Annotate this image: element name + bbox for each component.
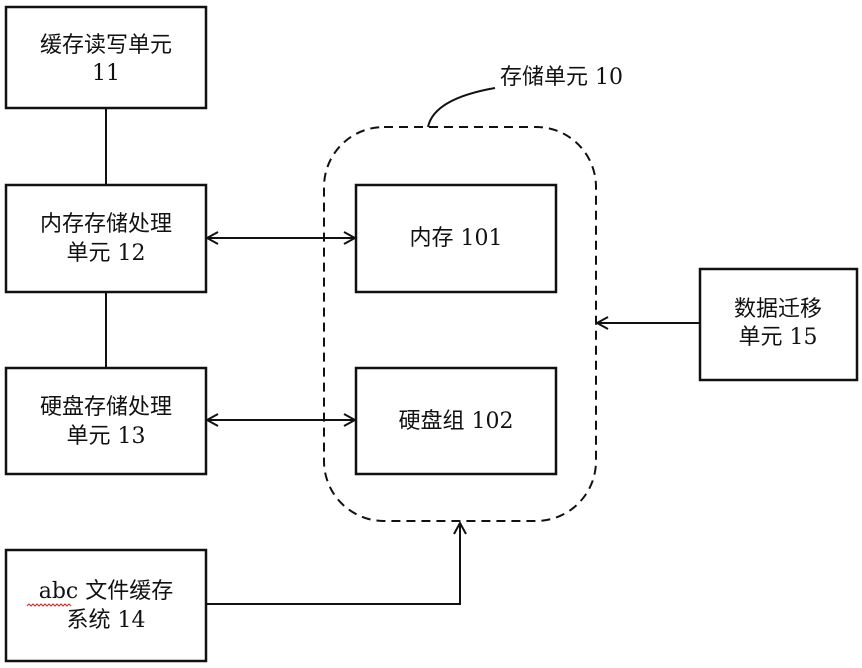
box-memory[interactable]: 内存 101 <box>354 183 558 294</box>
storage-unit-callout-line <box>427 87 496 128</box>
spellcheck-underline <box>26 603 72 607</box>
box-mem-proc-line2: 单元 12 <box>67 241 146 266</box>
box-abc-cache-line2: 系统 14 <box>67 608 146 633</box>
box-disk-proc-line2: 单元 13 <box>67 424 146 449</box>
box-mem-proc-line1: 内存存储处理 <box>40 212 172 237</box>
box-disk-group-label: 硬盘组 102 <box>399 409 514 434</box>
box-memory-label: 内存 101 <box>410 226 503 251</box>
box-disk-group[interactable]: 硬盘组 102 <box>354 366 558 476</box>
box-disk-proc-unit[interactable]: 硬盘存储处理 单元 13 <box>4 366 208 476</box>
box-disk-proc-line1: 硬盘存储处理 <box>40 395 172 420</box>
box-cache-rw-unit[interactable]: 缓存读写单元 11 <box>4 5 208 110</box>
box-data-migration-unit[interactable]: 数据迁移 单元 15 <box>698 267 859 382</box>
box-abc-cache-system[interactable]: abc 文件缓存 系统 14 <box>4 548 208 663</box>
box-mem-proc-unit[interactable]: 内存存储处理 单元 12 <box>4 183 208 294</box>
arrow-abc-cache-to-storage <box>206 523 460 605</box>
box-cache-rw-line2: 11 <box>92 61 120 86</box>
box-migration-line1: 数据迁移 <box>734 297 822 322</box>
box-abc-cache-line1: abc 文件缓存 <box>39 579 174 604</box>
box-migration-line2: 单元 15 <box>739 325 818 350</box>
box-cache-rw-line1: 缓存读写单元 <box>40 33 172 58</box>
storage-unit-label: 存储单元 10 <box>500 65 623 90</box>
